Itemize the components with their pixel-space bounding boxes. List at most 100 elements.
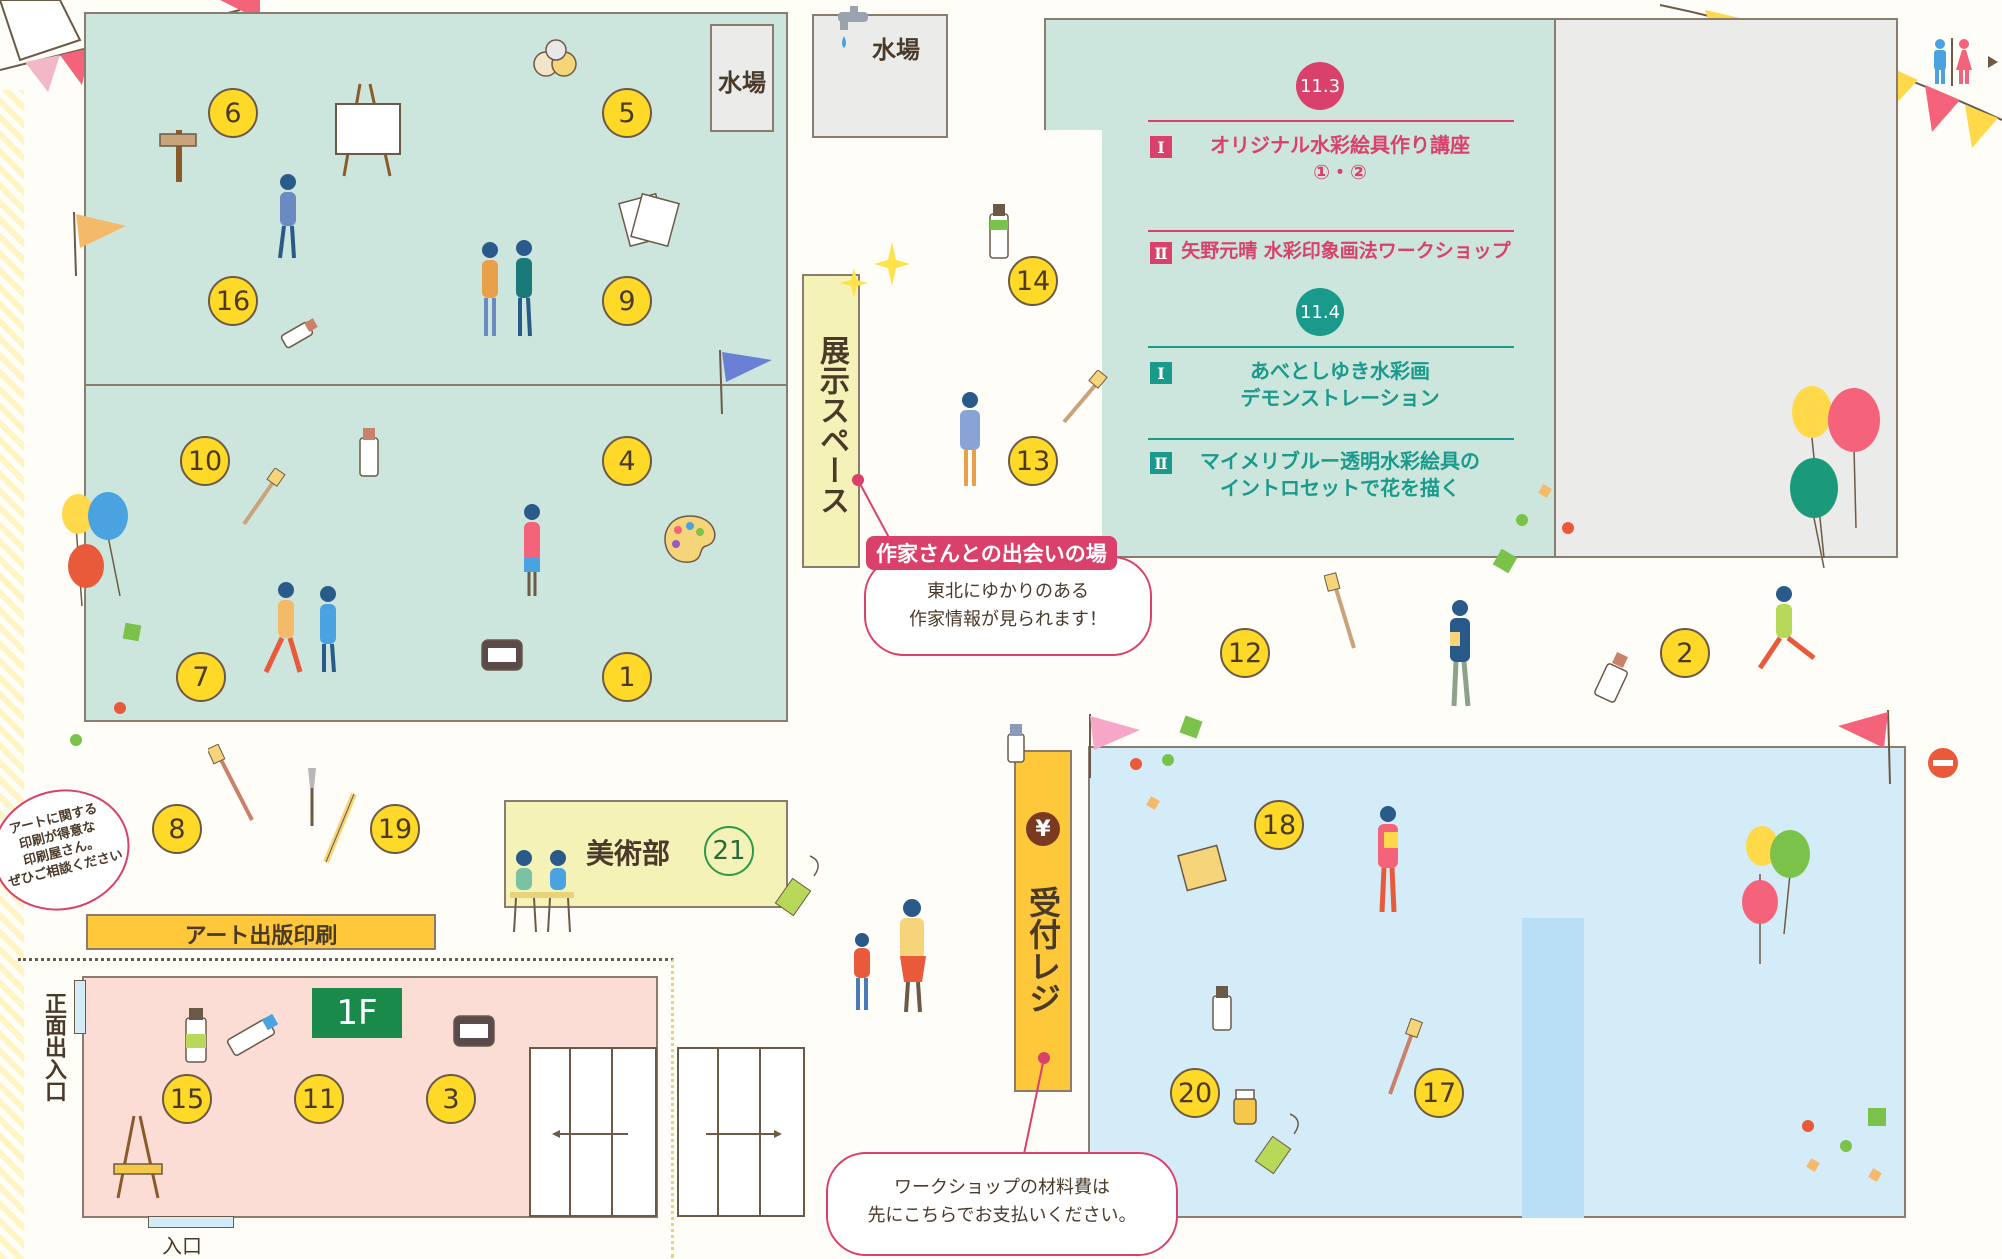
- sliding-door-left: [529, 1047, 657, 1217]
- booth-21[interactable]: 21: [704, 826, 754, 876]
- schedule-day1-item1: オリジナル水彩絵具作り講座 ①・②: [1210, 133, 1470, 184]
- confetti-square: [1179, 715, 1203, 739]
- reception-label: 受付レジ: [1024, 886, 1062, 1014]
- paintbrush-icon-17: [1388, 1018, 1424, 1095]
- booth-3[interactable]: 3: [426, 1074, 476, 1124]
- flag-icon-pink: [1089, 714, 1140, 778]
- workshop-fee-pointer: [1023, 1052, 1050, 1155]
- pencil-icon: [323, 792, 357, 864]
- booth-8[interactable]: 8: [152, 804, 202, 854]
- ink-bottle-icon: [481, 639, 523, 671]
- easel-icon: [335, 83, 401, 177]
- entrance-door: [148, 1216, 234, 1228]
- workshop-fee-callout: ワークショップの材料費は 先にこちらでお支払いください。: [826, 1152, 1178, 1256]
- confetti-dot: [1516, 514, 1528, 526]
- restroom-icon: [1934, 38, 1998, 86]
- art-club-label: 美術部: [586, 837, 671, 870]
- balloon-icon: [1790, 386, 1880, 569]
- paint-pans-icon: [533, 39, 577, 77]
- booth-9[interactable]: 9: [602, 276, 652, 326]
- faucet-icon: [838, 6, 868, 48]
- booth-16[interactable]: 16: [208, 276, 258, 326]
- water-label-1: 水場: [718, 68, 766, 97]
- signpost-icon: [159, 130, 197, 182]
- ink-bottle-icon-1f: [453, 1015, 495, 1047]
- person-icon-5: [960, 392, 980, 486]
- booth-12[interactable]: 12: [1220, 628, 1270, 678]
- flag-icon-red: [1838, 709, 1891, 785]
- person-icon-8: [1378, 806, 1398, 913]
- paint-tube-icon-11: [226, 1013, 279, 1056]
- schedule-day2-item1: あべとしゆき水彩画 デモンストレーション: [1240, 359, 1440, 410]
- booth-10[interactable]: 10: [180, 436, 230, 486]
- roman-day1-2: Ⅱ: [1150, 242, 1172, 264]
- yen-icon: ¥: [1026, 812, 1060, 846]
- confetti-square: [1868, 1108, 1886, 1126]
- person-icon-7: [1757, 586, 1816, 670]
- paint-jar-icon: [1233, 1089, 1257, 1125]
- roman-day2-2: Ⅱ: [1150, 452, 1172, 474]
- booth-5[interactable]: 5: [602, 88, 652, 138]
- booth-11[interactable]: 11: [294, 1074, 344, 1124]
- sliding-door-right: [677, 1047, 805, 1217]
- paint-tube-icon-2: [359, 428, 379, 477]
- booth-14[interactable]: 14: [1008, 256, 1058, 306]
- person-icon-6: [1450, 600, 1471, 707]
- confetti-dot: [1130, 758, 1142, 770]
- balloon-icon-left: [62, 492, 128, 607]
- entrance-label: 入口: [162, 1234, 202, 1258]
- booth-17[interactable]: 17: [1414, 1068, 1464, 1118]
- divider-day2-b: [1148, 438, 1514, 440]
- sketchbook-icon: [1177, 844, 1227, 892]
- easel-icon-1f: [113, 1115, 163, 1199]
- art-printing-label: アート出版印刷: [184, 924, 338, 949]
- booth-20[interactable]: 20: [1170, 1068, 1220, 1118]
- paintbrush-icon: [242, 468, 286, 526]
- dotted-border-1f: [18, 958, 674, 1258]
- booth-2[interactable]: 2: [1660, 628, 1710, 678]
- booth-7[interactable]: 7: [176, 652, 226, 702]
- balloon-icon-blue-room: [1742, 826, 1810, 964]
- booth-1[interactable]: 1: [602, 652, 652, 702]
- booth-19[interactable]: 19: [370, 804, 420, 854]
- flag-icon-blue: [719, 349, 772, 415]
- paint-tube-icon-2b: [1594, 652, 1628, 703]
- paintbrush-icon-12: [1324, 572, 1356, 649]
- floor-label: 1F: [312, 988, 402, 1038]
- person-icon-2: [482, 240, 532, 337]
- front-entrance-label: 正面出入口: [41, 992, 66, 1102]
- booth-15[interactable]: 15: [162, 1074, 212, 1124]
- paint-tube-icon-14: [989, 204, 1009, 259]
- workshop-corner-cut: [1042, 130, 1102, 560]
- confetti-dot: [70, 734, 82, 746]
- confetti-dot: [1802, 1120, 1814, 1132]
- person-icon-1: [278, 174, 296, 259]
- confetti-square: [122, 622, 142, 642]
- divider-day1-b: [1148, 230, 1514, 232]
- art-club-people: [510, 850, 574, 933]
- palette-knife-icon: [308, 768, 316, 826]
- gray-room-right: [1554, 18, 1898, 558]
- booth-6[interactable]: 6: [208, 88, 258, 138]
- paintbrush-icon-8: [208, 744, 254, 821]
- divider-day1-a: [1148, 120, 1514, 122]
- person-icon-4: [263, 582, 336, 674]
- schedule-day1-item2: 矢野元晴 水彩印象画法ワークショップ: [1181, 240, 1511, 262]
- sparkle-icon: [840, 242, 910, 298]
- water-area-large: [812, 14, 948, 138]
- paintbrush-icon-13: [1062, 370, 1108, 424]
- artist-callout-title: 作家さんとの出会いの場: [866, 536, 1117, 570]
- booth-4[interactable]: 4: [602, 436, 652, 486]
- front-entrance-door: [74, 980, 86, 1034]
- booth-13[interactable]: 13: [1008, 436, 1058, 486]
- art-printing-counter: [86, 914, 436, 950]
- booth-18[interactable]: 18: [1254, 800, 1304, 850]
- paper-sheets-icon: [618, 192, 680, 248]
- palette-icon: [664, 515, 716, 563]
- confetti-dot: [1162, 754, 1174, 766]
- workshop-room: [1044, 18, 1556, 558]
- blue-stripe: [1522, 918, 1584, 1218]
- schedule-day2-item2: マイメリブルー透明水彩絵具の イントロセットで花を描く: [1200, 449, 1480, 500]
- water-label-2: 水場: [872, 36, 920, 64]
- exhibit-space: [802, 274, 860, 568]
